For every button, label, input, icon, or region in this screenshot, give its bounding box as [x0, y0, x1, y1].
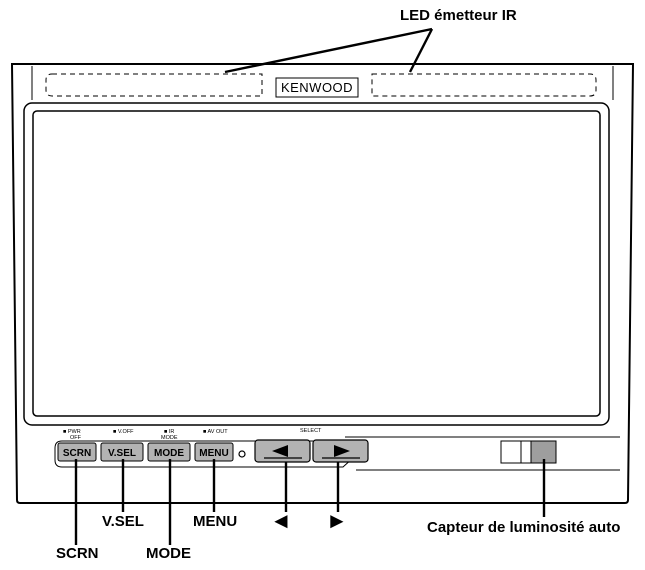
off-sublabel: OFF — [70, 435, 82, 441]
ir-led-window-left — [45, 73, 263, 97]
right-arrow-icon — [334, 445, 350, 457]
menu-callout: MENU — [193, 513, 238, 530]
scrn-button[interactable]: SCRN — [57, 442, 97, 462]
avout-sublabel: ■ AV OUT — [203, 429, 228, 435]
svg-text:MODE: MODE — [154, 448, 184, 459]
ir-mode-sublabel: MODE — [161, 435, 178, 441]
brand-logo-box — [275, 77, 359, 98]
capteur-callout: Capteur de luminosité auto — [427, 519, 621, 536]
select-sublabel: SELECT — [300, 428, 322, 434]
callout-lines — [74, 27, 546, 545]
mode-button[interactable]: MODE — [147, 442, 191, 462]
right-arrow-button[interactable] — [312, 439, 369, 463]
led-ir-callout: LED émetteur IR — [400, 7, 517, 24]
screen — [32, 110, 601, 417]
vsel-button[interactable]: V.SEL — [100, 442, 144, 462]
svg-text:SCRN: SCRN — [63, 448, 91, 459]
right-arrow-callout: ► — [326, 508, 348, 533]
button-group-outline — [54, 440, 355, 468]
left-arrow-button[interactable] — [254, 439, 311, 463]
pwr-sublabel: ■ PWR — [63, 429, 81, 435]
brand-logo: KENWOOD — [281, 80, 353, 95]
svg-text:V.SEL: V.SEL — [108, 448, 136, 459]
indicator-led — [238, 450, 246, 458]
vsel-callout: V.SEL — [102, 513, 144, 530]
sensor-window — [500, 440, 523, 464]
left-arrow-callout: ◄ — [270, 508, 292, 533]
ir-sublabel: ■ IR — [164, 429, 174, 435]
left-arrow-icon — [272, 445, 288, 457]
svg-text:MENU: MENU — [199, 448, 228, 459]
mode-callout: MODE — [146, 545, 191, 562]
scrn-callout: SCRN — [56, 545, 99, 562]
menu-button[interactable]: MENU — [194, 442, 234, 462]
voff-sublabel: ■ V.OFF — [113, 429, 134, 435]
ir-led-window-right — [371, 73, 597, 97]
